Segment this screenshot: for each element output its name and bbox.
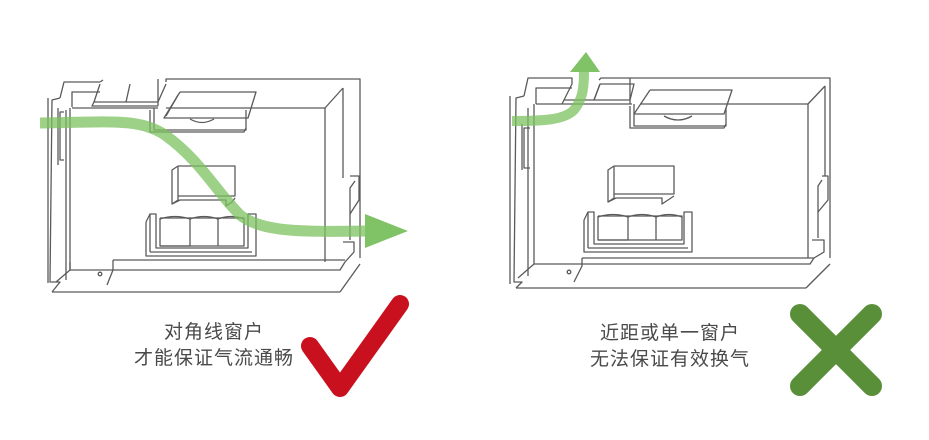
caption-line-2: 才能保证气流通畅	[134, 347, 295, 369]
check-icon	[301, 295, 409, 397]
cross-icon	[790, 304, 882, 396]
airflow-arrow-diagonal	[39, 116, 408, 248]
caption-diagonal-windows: 对角线窗户 才能保证气流通畅	[134, 319, 294, 371]
airflow-arrow-short-circuit	[511, 52, 600, 126]
panel-single-window: 近距或单一窗户 无法保证有效换气	[464, 0, 929, 440]
caption-line-1: 近距或单一窗户	[599, 322, 740, 344]
panel-diagonal-windows: 对角线窗户 才能保证气流通畅	[0, 0, 464, 440]
caption-line-1: 对角线窗户	[163, 321, 264, 343]
caption-line-2: 无法保证有效换气	[589, 348, 750, 370]
caption-single-window: 近距或单一窗户 无法保证有效换气	[580, 320, 760, 372]
room-floorplan-diagonal	[39, 78, 408, 293]
room-floorplan-single	[509, 52, 831, 289]
